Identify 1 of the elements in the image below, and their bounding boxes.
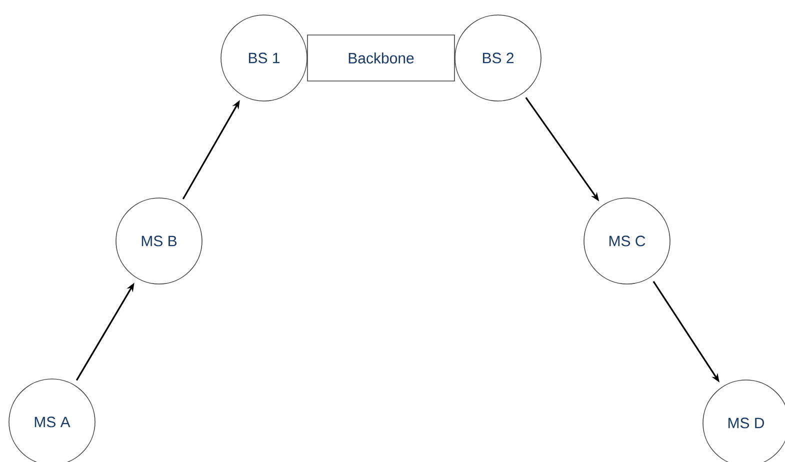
backbone-box: Backbone [307,34,455,82]
